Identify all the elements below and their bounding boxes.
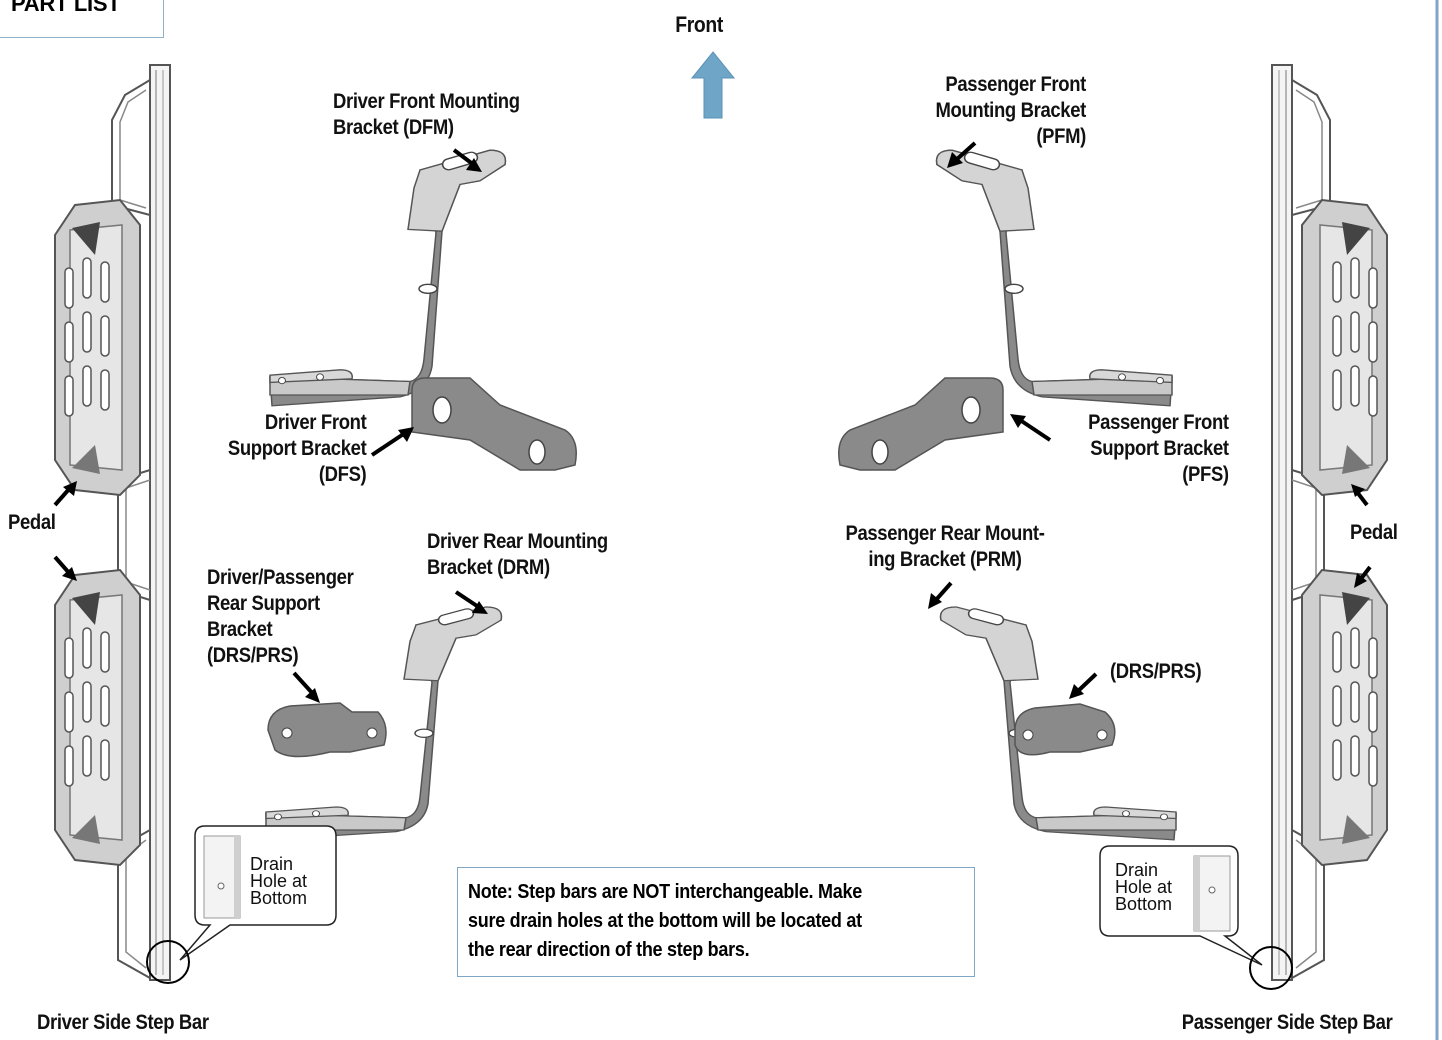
pedal-label-left: Pedal [8, 511, 56, 534]
front-arrow [690, 51, 736, 119]
drain-callout-left [146, 825, 337, 984]
note-box: Note: Step bars are NOT interchangeable.… [457, 867, 975, 977]
prm-label: Passenger Rear Mount-ing Bracket (PRM) [845, 522, 1045, 571]
pfm-bracket [935, 149, 1173, 407]
driver-caption: Driver Side Step Bar [37, 1011, 209, 1034]
part-list-title: PART LIST [11, 0, 121, 16]
drs-prs-label-right: (DRS/PRS) [1110, 660, 1202, 683]
front-label: Front [675, 12, 723, 37]
dfm-bracket [269, 149, 507, 407]
note-line: the rear direction of the step bars. [468, 939, 750, 961]
part-list-header: PART LIST [0, 0, 164, 38]
note-line: sure drain holes at the bottom will be l… [468, 910, 862, 932]
drs-bracket-right [1014, 703, 1116, 756]
pedal-label-right: Pedal [1350, 521, 1398, 544]
passenger-caption: Passenger Side Step Bar [1181, 1011, 1392, 1034]
pfs-bracket [838, 377, 1004, 471]
drs-bracket-left [267, 702, 387, 758]
dfs-bracket [411, 377, 577, 471]
drain-callout-right [1099, 845, 1293, 990]
driver-step-bar [54, 64, 171, 981]
note-line: Note: Step bars are NOT interchangeable.… [468, 881, 862, 903]
